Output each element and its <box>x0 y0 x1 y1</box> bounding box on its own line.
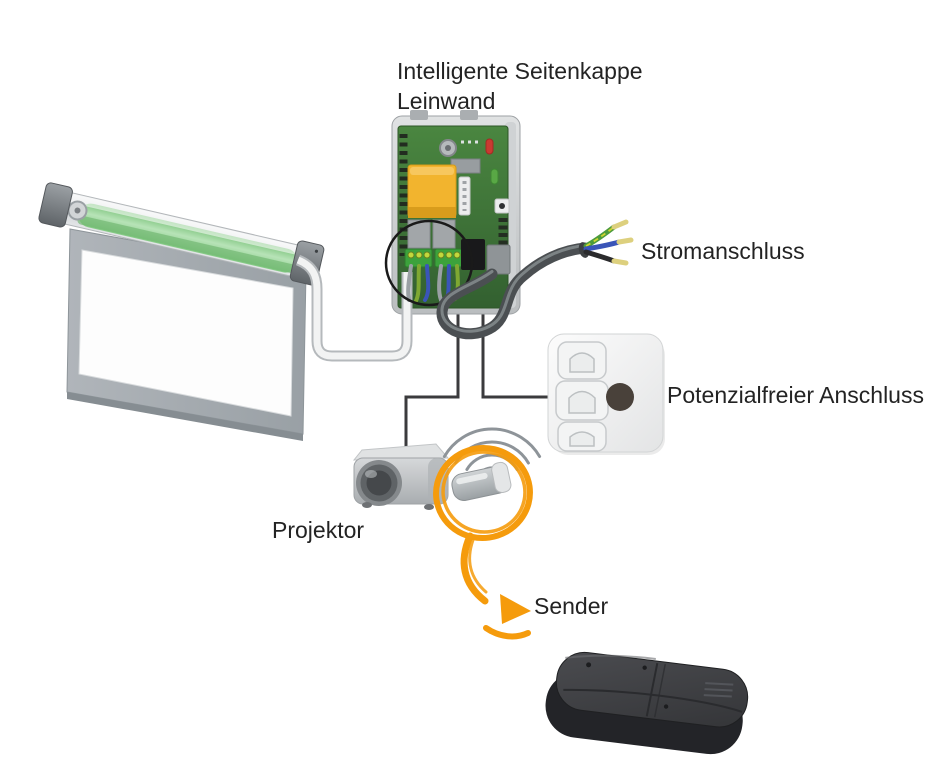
diagram-title-line1: Intelligente Seitenkappe <box>397 58 643 84</box>
green-led <box>490 168 499 185</box>
power-cable <box>436 219 634 340</box>
orange-arrow-annotation <box>460 532 531 640</box>
screen-cable <box>295 254 413 362</box>
red-led <box>485 138 494 155</box>
label-projektor: Projektor <box>272 517 365 543</box>
orange-circle-annotation <box>433 444 533 542</box>
handheld-remote <box>545 651 749 755</box>
terminal-wires <box>406 264 460 303</box>
projection-screen <box>38 182 325 441</box>
diagram-title-line2: Leinwand <box>397 88 496 114</box>
power-wire-blue <box>583 239 622 252</box>
black-relay <box>461 239 485 270</box>
switch-buttons <box>555 341 609 452</box>
screen-surface <box>78 249 294 417</box>
switch-led-hole <box>606 383 634 411</box>
terminal-ellipse-annotation <box>384 219 474 307</box>
screen-housing-tube <box>38 182 325 286</box>
cable-gland-block <box>486 244 511 275</box>
mini-sender <box>451 461 512 501</box>
label-potenzialfreier-anschluss: Potenzialfreier Anschluss <box>667 382 924 408</box>
power-wire-black <box>583 249 617 264</box>
diagram-title: Intelligente Seitenkappe Leinwand <box>397 56 643 116</box>
control-board <box>391 110 521 315</box>
screen-left-endcap <box>38 182 73 228</box>
terminal-blocks <box>404 248 463 268</box>
label-stromanschluss: Stromanschluss <box>641 238 805 264</box>
screen-bottom-bar <box>67 392 303 441</box>
projector-signal-line <box>404 298 460 459</box>
projector <box>352 443 450 510</box>
label-sender: Sender <box>534 593 609 619</box>
wall-switch <box>547 333 665 455</box>
